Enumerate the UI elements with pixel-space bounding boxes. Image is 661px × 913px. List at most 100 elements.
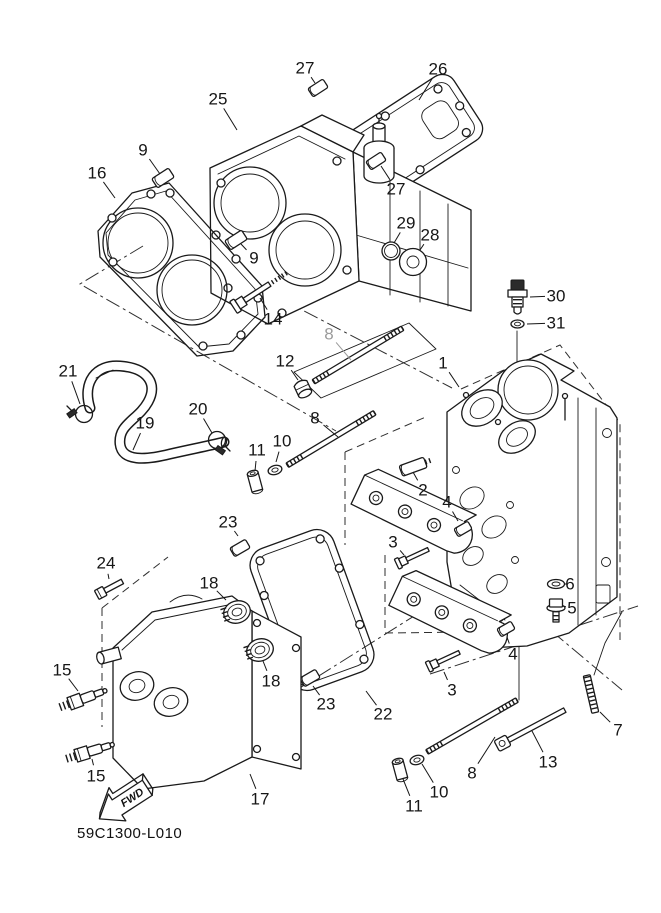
- callout-label-16-4: 16: [88, 164, 107, 183]
- callout-label-4-29: 4: [508, 645, 517, 664]
- callout-leader-9-8: [240, 243, 247, 251]
- callout-label-10-39: 10: [430, 783, 449, 802]
- part-thermo-sensor: [507, 279, 528, 315]
- callout-label-28-7: 28: [421, 226, 440, 245]
- callout-leader-15-38: [91, 758, 94, 766]
- fwd-arrow: FWD: [98, 773, 154, 822]
- callout-label-18-31: 18: [262, 672, 281, 691]
- callout-label-19-18: 19: [136, 414, 155, 433]
- callout-leader-16-4: [102, 181, 116, 199]
- dowel-pin-9b: [224, 230, 248, 250]
- callout-label-14-11: 14: [264, 310, 283, 329]
- callout-label-7-35: 7: [613, 721, 622, 740]
- callout-label-24-25: 24: [97, 554, 116, 573]
- dowel-pin-27a: [307, 79, 329, 97]
- callout-leader-11-20: [254, 460, 257, 472]
- callout-leader-10-19: [275, 451, 280, 463]
- callout-leader-7-35: [599, 711, 611, 723]
- callout-leader-15-30: [68, 678, 79, 692]
- callout-label-3-24: 3: [388, 533, 397, 552]
- callout-label-27-5: 27: [387, 180, 406, 199]
- callout-leader-31-10: [526, 322, 546, 325]
- part-cap-nut: [293, 379, 313, 399]
- callout-leader-28-7: [419, 243, 425, 251]
- callout-label-22-34: 22: [374, 705, 393, 724]
- part-sensor-washer: [510, 319, 525, 329]
- callout-label-30-9: 30: [547, 287, 566, 306]
- dowel-pin-23b: [299, 669, 321, 687]
- callout-leader-22-34: [365, 690, 377, 706]
- callout-leader-29-6: [393, 232, 401, 244]
- callout-leader-27-5: [380, 165, 391, 181]
- callout-label-17-41: 17: [251, 790, 270, 809]
- callout-label-27-0: 27: [296, 59, 315, 78]
- part-oil-plug: [398, 247, 428, 277]
- thermostat-housing: [363, 112, 395, 184]
- callout-label-8-12: 8: [324, 325, 333, 344]
- callout-label-25-2: 25: [209, 90, 228, 109]
- callout-label-29-6: 29: [397, 214, 416, 233]
- callout-label-11-20: 11: [248, 441, 266, 460]
- callout-leader-19-18: [132, 432, 141, 451]
- callout-leader-25-2: [223, 108, 238, 131]
- callout-label-18-26: 18: [200, 574, 219, 593]
- callout-label-4-22: 4: [442, 493, 451, 512]
- flange-bolt-14: [229, 269, 291, 314]
- callout-label-23-23: 23: [219, 513, 238, 532]
- socket-bolt-24: [94, 578, 125, 600]
- callout-label-31-10: 31: [547, 314, 566, 333]
- part-cylinder-head-gasket: [97, 182, 266, 357]
- callout-label-6-27: 6: [565, 575, 574, 594]
- callout-leader-18-31: [262, 660, 268, 671]
- part-o-ring: [381, 241, 401, 261]
- callout-leader-18-26: [216, 590, 227, 601]
- callout-label-12-13: 12: [276, 352, 295, 371]
- callout-leader-3-32: [443, 671, 448, 681]
- callout-leader-10-39: [421, 763, 434, 783]
- callout-leader-9-3: [148, 158, 161, 175]
- callout-label-8-17: 8: [310, 409, 319, 428]
- flange-bolt-3b: [424, 649, 461, 673]
- callout-leader-4-22: [452, 511, 459, 522]
- callout-label-9-3: 9: [138, 141, 147, 160]
- callout-label-23-33: 23: [317, 695, 336, 714]
- callout-leader-24-25: [107, 573, 110, 580]
- callout-label-20-16: 20: [189, 400, 208, 419]
- part-cylinder-block: [209, 112, 472, 325]
- callout-leader-27-0: [310, 76, 316, 84]
- callout-leader-2-21: [412, 471, 419, 481]
- callout-leader-1-14: [448, 371, 460, 388]
- part-code: 59C1300-L010: [77, 825, 182, 842]
- part-hose-clamp-21: [66, 404, 94, 424]
- part-collar-11a: [246, 469, 264, 495]
- part-spark-plug-2: [65, 741, 115, 763]
- callout-leader-11-40: [402, 778, 411, 796]
- callout-leader-14-11: [259, 297, 268, 310]
- part-washer-6: [546, 578, 566, 590]
- callout-leader-12-13: [290, 369, 299, 381]
- callout-leader-3-24: [399, 550, 405, 556]
- callout-label-3-32: 3: [447, 681, 456, 700]
- callout-leader-21-15: [71, 381, 81, 405]
- callout-leader-26-1: [418, 78, 433, 101]
- socket-bolt-13: [494, 707, 567, 752]
- callout-leader-13-36: [531, 730, 544, 753]
- callout-leader-23-23: [233, 530, 239, 537]
- part-washer-10a: [267, 464, 283, 476]
- callout-label-13-36: 13: [539, 753, 558, 772]
- callout-leader-17-41: [249, 773, 257, 789]
- dowel-pin-27b: [365, 152, 387, 170]
- callout-label-1-14: 1: [438, 354, 447, 373]
- part-cylinder-head-cover: [96, 594, 302, 790]
- callout-leader-8-12: [335, 342, 352, 361]
- part-oil-seal-18a: [220, 600, 251, 625]
- callout-label-11-40: 11: [405, 797, 423, 816]
- callout-label-15-30: 15: [53, 661, 72, 680]
- part-valve-bracket-1: [350, 468, 477, 554]
- callout-label-9-8: 9: [249, 249, 258, 268]
- dowel-pin-4b: [496, 621, 516, 637]
- dowel-pin-23a: [229, 539, 251, 557]
- stud-bolt-8b: [285, 410, 377, 468]
